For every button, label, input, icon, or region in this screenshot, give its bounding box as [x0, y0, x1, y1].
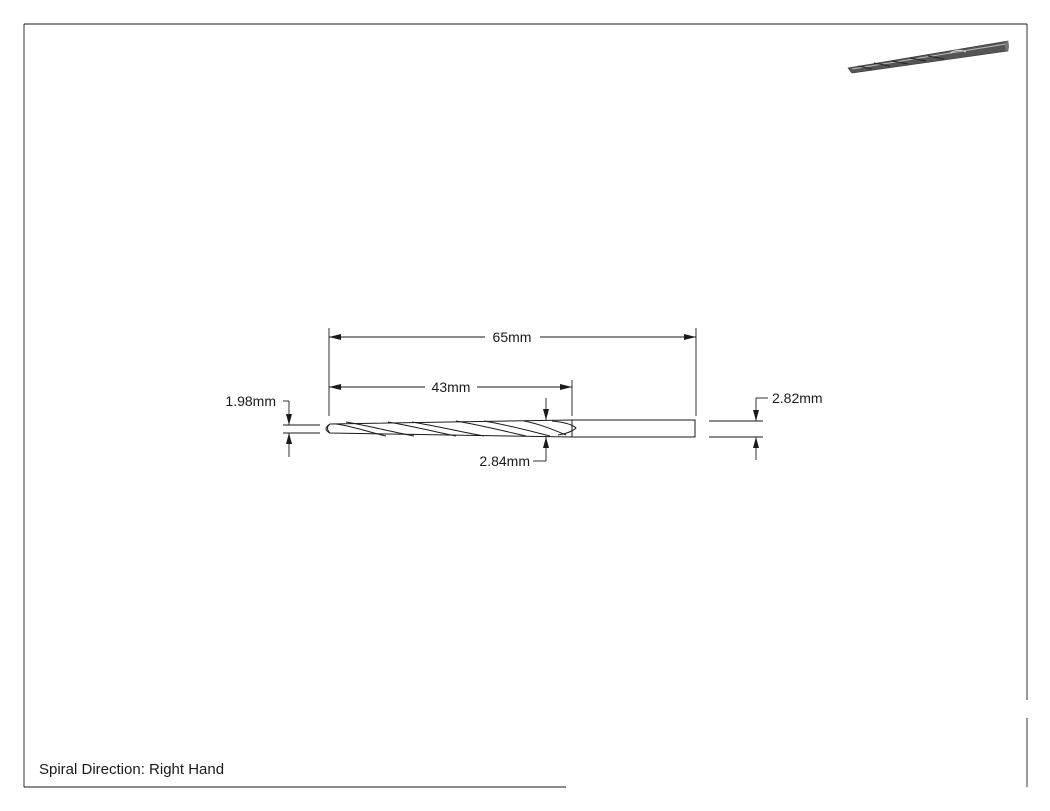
sheet-border — [23, 23, 1028, 788]
tip-diameter-label: 1.98mm — [225, 393, 276, 409]
tip-diameter-dimension — [283, 400, 320, 457]
overall-length-dimension — [328, 328, 697, 416]
overall-length-label: 65mm — [493, 329, 532, 345]
spiral-direction-note: Spiral Direction: Right Hand — [39, 761, 224, 778]
isometric-drill-view — [847, 40, 1009, 74]
shank-diameter-dimension — [709, 397, 768, 460]
drill-bit-profile — [325, 419, 696, 438]
flute-length-label: 43mm — [432, 379, 471, 395]
shank-diameter-label: 2.82mm — [772, 390, 823, 406]
flute-diameter-label: 2.84mm — [479, 453, 530, 469]
flute-diameter-dimension — [533, 398, 549, 462]
flute-length-dimension — [329, 380, 573, 416]
